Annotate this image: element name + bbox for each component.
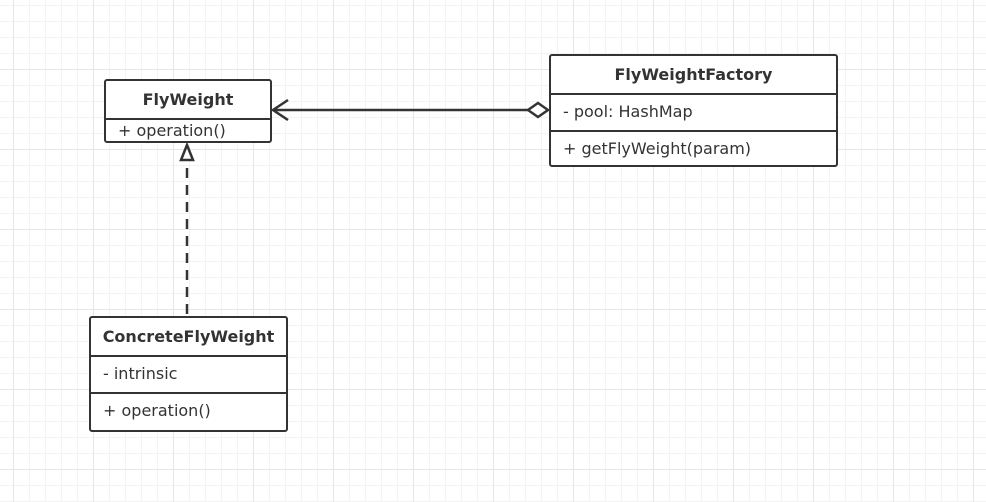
operation-item: + getFlyWeight(param): [551, 130, 836, 165]
class-name: FlyWeightFactory: [614, 65, 773, 84]
aggregation-connector: [270, 98, 551, 122]
operation-item: + operation(): [106, 118, 270, 141]
attribute-item: - intrinsic: [91, 355, 286, 392]
class-flyweight[interactable]: FlyWeight + operation(): [104, 79, 272, 143]
class-flyweight-factory[interactable]: FlyWeightFactory - pool: HashMap + getFl…: [549, 54, 838, 167]
aggregation-diamond: [525, 101, 551, 119]
class-name: ConcreteFlyWeight: [102, 327, 275, 346]
class-name: FlyWeight: [142, 90, 234, 109]
open-arrowhead: [270, 98, 289, 122]
class-concrete-flyweight[interactable]: ConcreteFlyWeight - intrinsic + operatio…: [89, 316, 288, 432]
hollow-triangle-arrowhead: [179, 141, 195, 162]
realization-connector: [179, 141, 195, 314]
operation-item: + operation(): [91, 392, 286, 430]
attribute-item: - pool: HashMap: [551, 93, 836, 130]
